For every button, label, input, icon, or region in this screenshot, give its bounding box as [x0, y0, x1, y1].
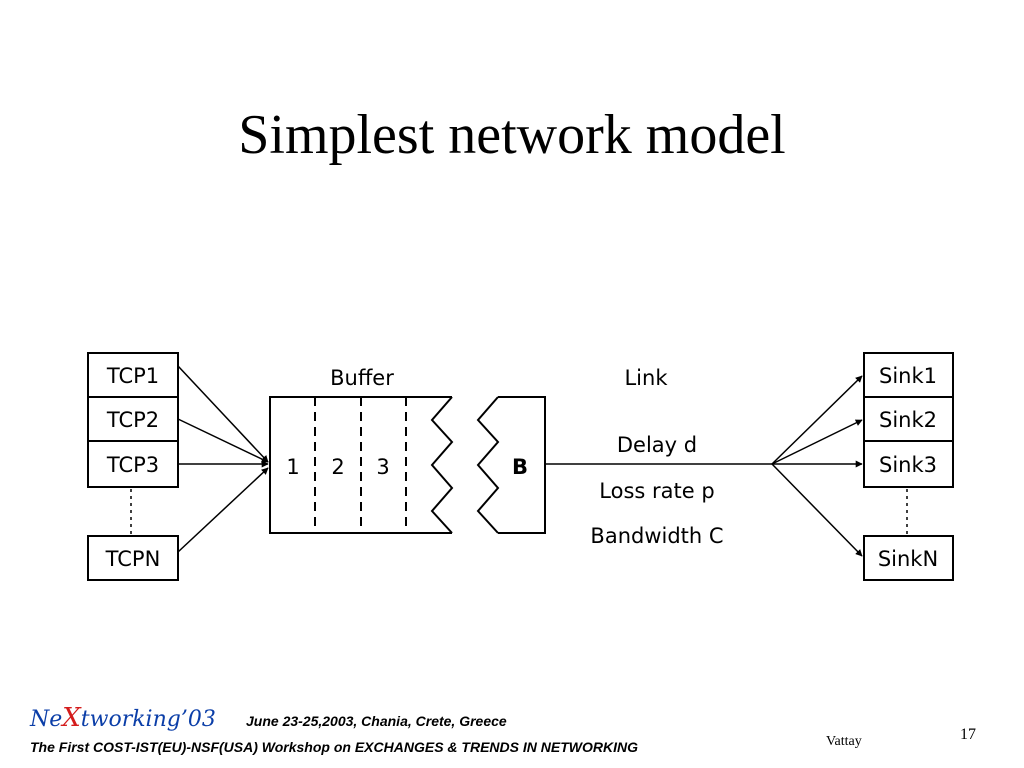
buffer: Buffer 1 2 3	[269, 366, 454, 534]
page-number: 17	[960, 726, 976, 743]
tcp-label-n: TCPN	[105, 547, 161, 571]
logo-text-pre: Ne	[30, 707, 63, 732]
tcp-sources: TCP1 TCP2 TCP3 TCPN	[87, 352, 179, 581]
footer-workshop-title: The First COST-IST(EU)-NSF(USA) Workshop…	[30, 739, 638, 755]
server-label: B	[512, 455, 528, 479]
link-loss-label: Loss rate p	[599, 479, 714, 503]
tcp-label-2: TCP2	[106, 408, 159, 432]
buffer-zigzag	[430, 396, 454, 534]
logo-text-x: X	[62, 703, 81, 733]
link-label: Link	[624, 366, 668, 390]
sink-box-n	[863, 535, 954, 581]
sink-box-3	[863, 440, 954, 488]
footer-date-place: June 23-25,2003, Chania, Crete, Greece	[246, 713, 507, 729]
tcp-label-1: TCP1	[106, 364, 159, 388]
arrow-tcp1-to-buffer	[177, 365, 269, 463]
conference-logo: NeXtworking’03	[30, 703, 216, 733]
buffer-slot-2: 2	[331, 455, 344, 479]
buffer-slot-3: 3	[376, 455, 389, 479]
sink-label-1: Sink1	[879, 364, 937, 388]
tcp-box-n	[87, 535, 179, 581]
arrow-tcpn-to-buffer	[177, 467, 269, 553]
link-delay-label: Delay d	[617, 433, 697, 457]
buffer-label: Buffer	[330, 366, 394, 390]
arrow-to-sink1	[771, 375, 863, 465]
buffer-slot-1: 1	[286, 455, 299, 479]
output-arrows	[771, 375, 863, 557]
sink-label-2: Sink2	[879, 408, 937, 432]
input-arrows	[177, 365, 269, 553]
footer-author: Vattay	[826, 734, 862, 749]
sink-label-n: SinkN	[878, 547, 938, 571]
sink-label-3: Sink3	[879, 453, 937, 477]
logo-text-post: tworking’03	[80, 707, 216, 732]
slide-title: Simplest network model	[238, 104, 786, 166]
arrow-to-sinkn	[771, 463, 863, 557]
arrow-tcp2-to-buffer	[177, 418, 269, 463]
server: B	[476, 396, 546, 534]
link-bandwidth-label: Bandwidth C	[590, 524, 723, 548]
tcp-label-3: TCP3	[106, 453, 159, 477]
sinks: Sink1 Sink2 Sink3 SinkN	[863, 352, 954, 581]
server-outline	[498, 396, 546, 534]
server-zigzag	[476, 396, 500, 534]
link: Link Delay d Loss rate p Bandwidth C	[545, 366, 772, 548]
arrow-to-sink2	[771, 419, 863, 465]
